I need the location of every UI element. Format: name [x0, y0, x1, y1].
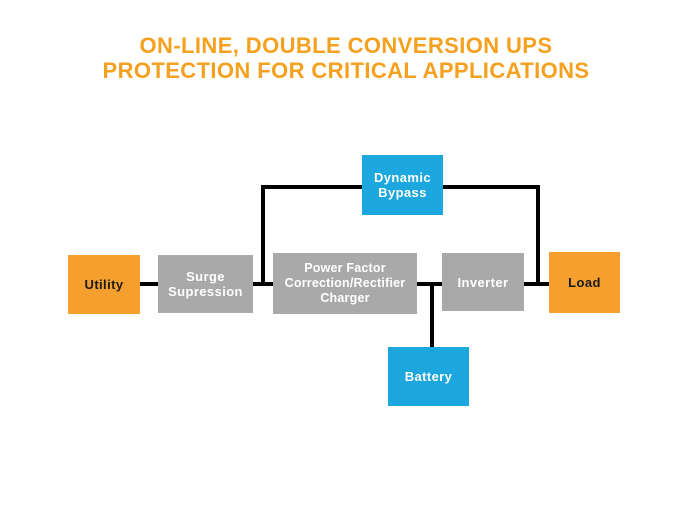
node-label-line: Correction/Rectifier — [284, 276, 406, 290]
node-dynamic-bypass: Dynamic Bypass — [362, 155, 443, 215]
connector-inverter-load — [522, 282, 551, 286]
node-label-line: Dynamic — [374, 170, 431, 185]
node-surge-supression: Surge Supression — [158, 255, 253, 313]
node-power-factor-correction-rectifier-charger: Power Factor Correction/Rectifier Charge… — [273, 253, 417, 314]
node-battery: Battery — [388, 347, 469, 406]
node-label-line: Surge — [186, 269, 225, 284]
title-line-2: PROTECTION FOR CRITICAL APPLICATIONS — [102, 58, 590, 83]
node-inverter: Inverter — [442, 253, 524, 311]
connector-utility-surge — [138, 282, 160, 286]
node-label-line: Charger — [320, 291, 370, 305]
node-label-line: Bypass — [378, 185, 427, 200]
connector-surge-pfc — [251, 282, 275, 286]
node-load: Load — [549, 252, 620, 313]
node-label: Load — [568, 275, 601, 290]
title-line-1: ON-LINE, DOUBLE CONVERSION UPS — [139, 33, 553, 58]
node-label: Battery — [404, 369, 453, 384]
node-label: Utility — [84, 277, 124, 292]
node-utility: Utility — [68, 255, 140, 314]
connector-battery-vertical — [430, 284, 434, 349]
connector-bypass-left-vertical — [261, 185, 265, 286]
connector-bypass-right-vertical — [536, 185, 540, 286]
diagram-title: ON-LINE, DOUBLE CONVERSION UPS PROTECTIO… — [0, 33, 692, 83]
node-label-line: Power Factor — [304, 261, 386, 275]
connector-pfc-inverter — [415, 282, 444, 286]
node-label: Inverter — [457, 274, 509, 290]
node-label-line: Supression — [168, 284, 243, 299]
